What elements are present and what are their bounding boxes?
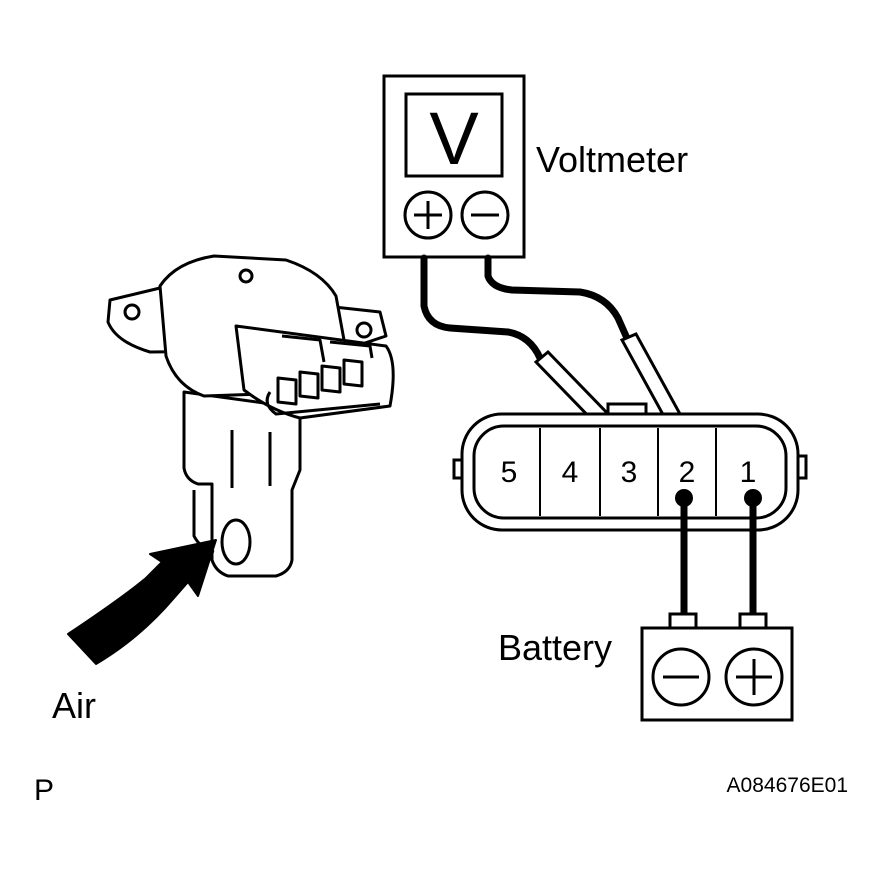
terminal-4: 4: [562, 456, 579, 489]
curved-arrow-icon: [67, 539, 217, 665]
terminal-1: 1: [740, 456, 757, 489]
terminal-1-contact: [744, 489, 762, 507]
minus-icon: [651, 647, 711, 707]
minus-icon: [460, 190, 510, 240]
figure-code: A084676E01: [727, 774, 848, 797]
plus-icon: [724, 647, 784, 707]
air-label: Air: [52, 685, 96, 726]
terminal-3: 3: [621, 456, 638, 489]
battery: [640, 612, 794, 722]
probe-lead-positive: [420, 254, 544, 362]
battery-label: Battery: [498, 627, 612, 668]
terminal-2-contact: [675, 489, 693, 507]
voltmeter-symbol: V: [429, 97, 479, 180]
connector: 5 4 3 2 1: [452, 402, 808, 532]
plus-icon: [403, 190, 453, 240]
voltmeter-label: Voltmeter: [536, 139, 688, 180]
voltmeter-display: [404, 92, 504, 178]
voltmeter: V: [382, 74, 526, 259]
air-flow-sensor: [106, 254, 395, 578]
terminal-2: 2: [679, 456, 696, 489]
battery-leads: [680, 500, 757, 618]
terminal-5: 5: [501, 456, 518, 489]
probe-lead-negative: [484, 254, 630, 340]
corner-letter: P: [34, 774, 54, 807]
